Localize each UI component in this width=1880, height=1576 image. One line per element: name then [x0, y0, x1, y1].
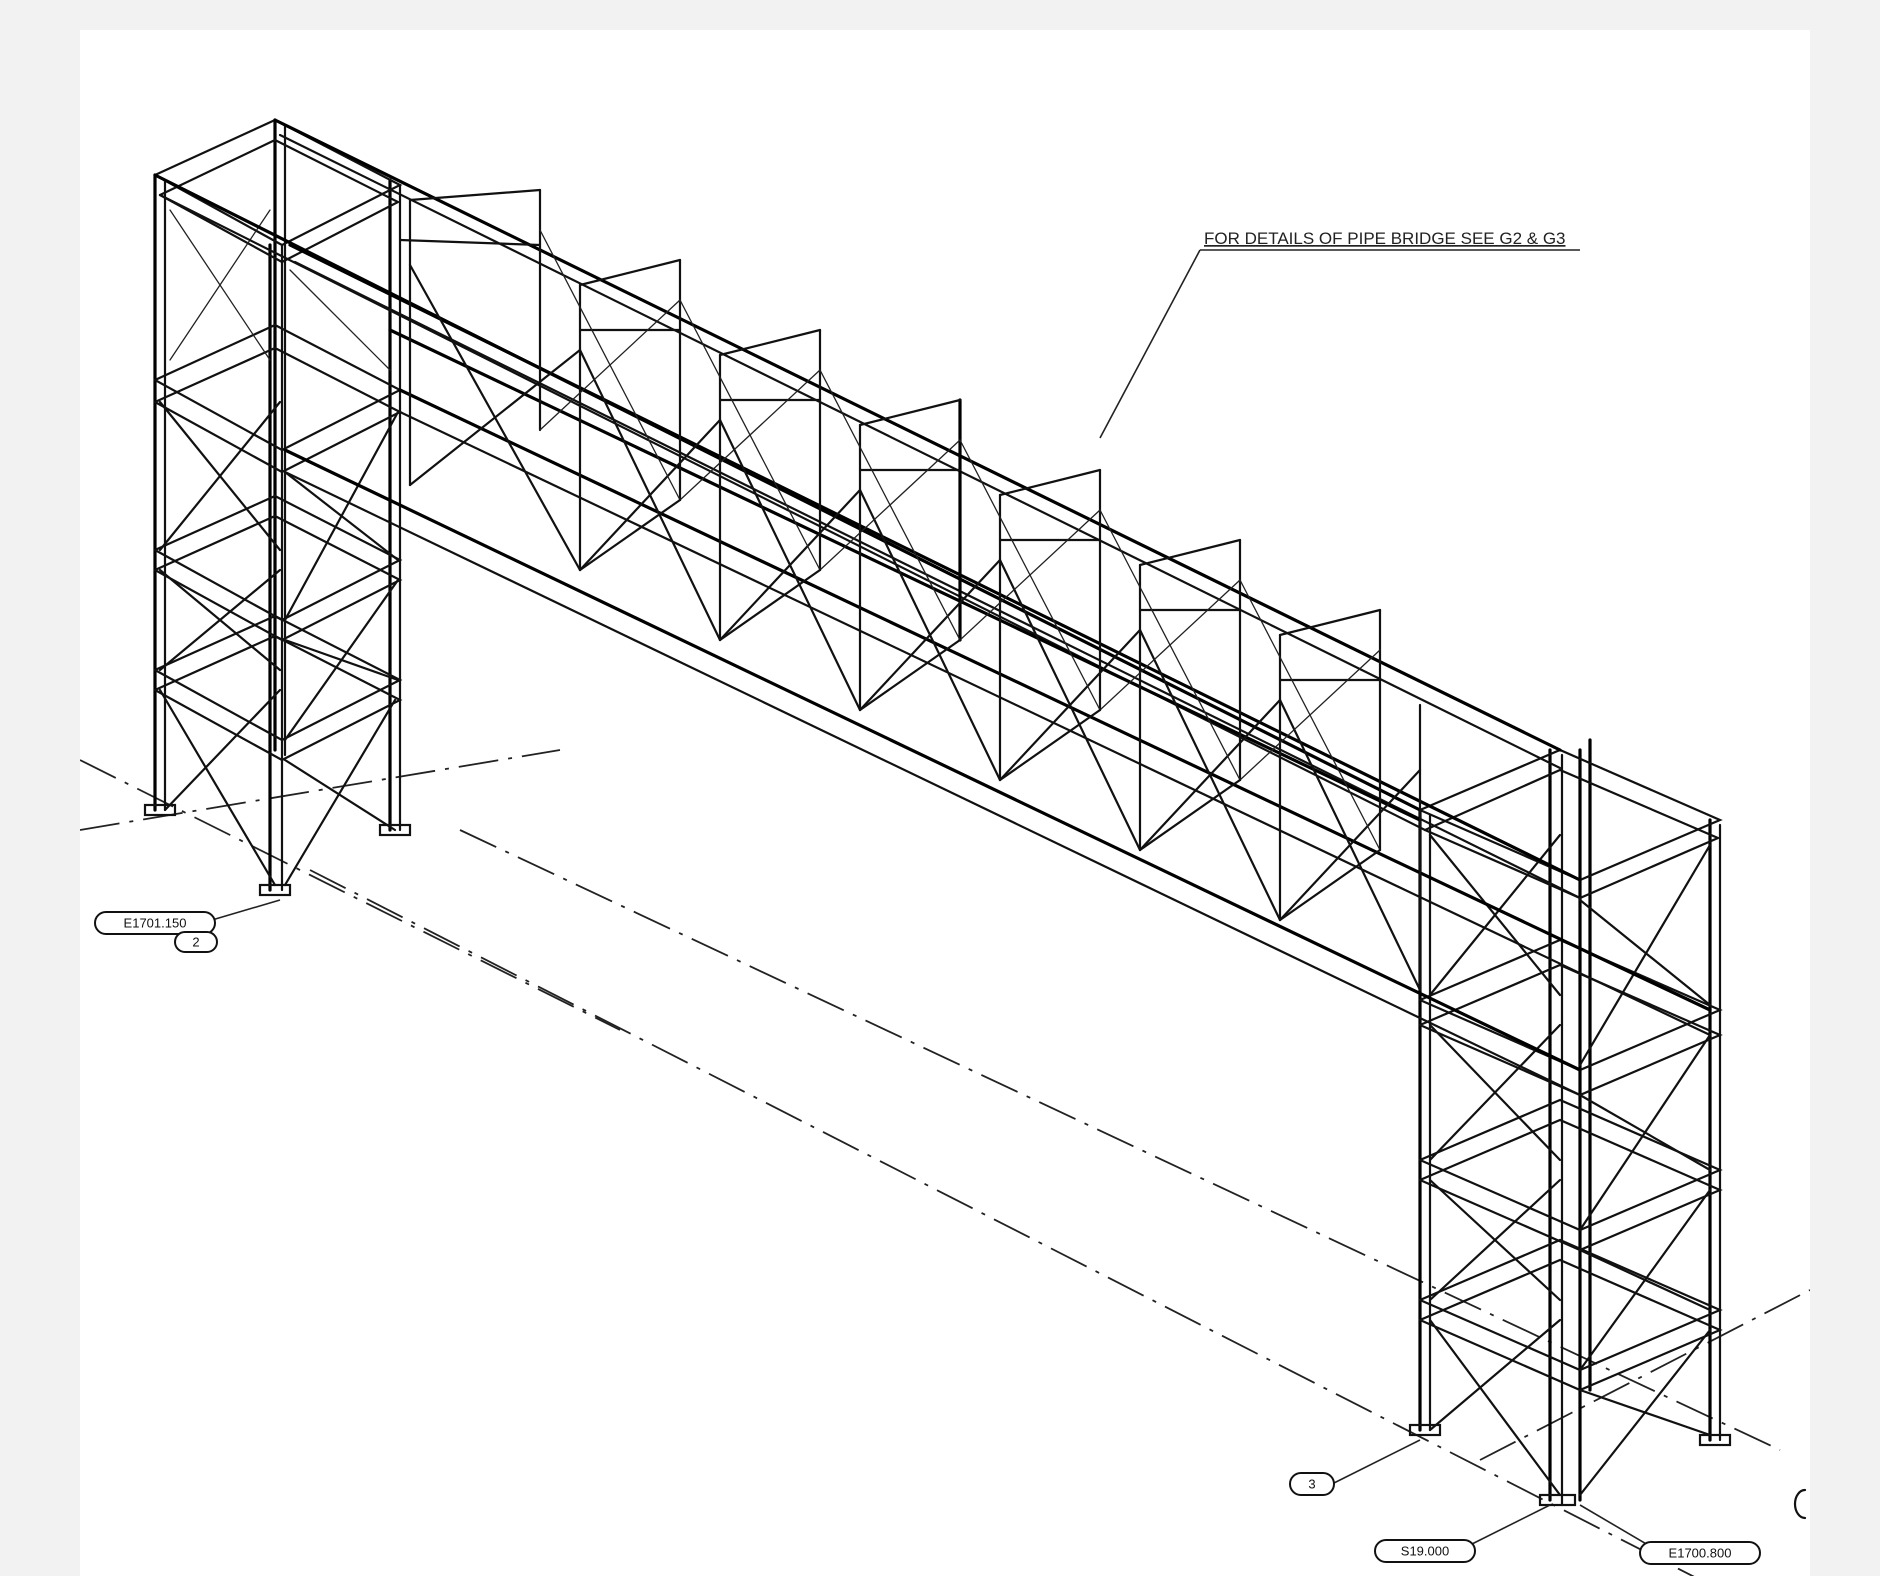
left-tags: E1701.150 2: [94, 899, 281, 953]
right-bottom-left-text: S19.000: [1401, 1543, 1449, 1558]
right-tags: 3 S19.000 E1700.800: [1289, 1439, 1807, 1565]
pipe-bridge-isometric-drawing: FOR DETAILS OF PIPE BRIDGE SEE G2 & G3 E…: [80, 118, 1810, 1576]
left-elevation-text: E1701.150: [124, 915, 187, 930]
drawing-sheet: FOR DETAILS OF PIPE BRIDGE SEE G2 & G3 E…: [80, 30, 1810, 1576]
left-grid-tag: [174, 931, 218, 953]
right-bottom-right-tag: [1639, 1541, 1761, 1565]
pipe-bridge-note: FOR DETAILS OF PIPE BRIDGE SEE G2 & G3: [1099, 229, 1580, 439]
right-grid-tag: [1289, 1472, 1335, 1496]
right-bottom-left-tag: [1374, 1539, 1476, 1563]
partial-grid-tag: [1793, 1488, 1807, 1520]
right-grid-text: 3: [1308, 1476, 1315, 1491]
left-elevation-tag: [94, 911, 216, 935]
pipe-bridge-truss: [153, 118, 1712, 1097]
pipe-bridge-note-text: FOR DETAILS OF PIPE BRIDGE SEE G2 & G3: [1204, 229, 1566, 248]
right-bottom-right-text: E1700.800: [1669, 1545, 1732, 1560]
right-tower: [1408, 738, 1732, 1507]
left-grid-text: 2: [192, 934, 199, 949]
